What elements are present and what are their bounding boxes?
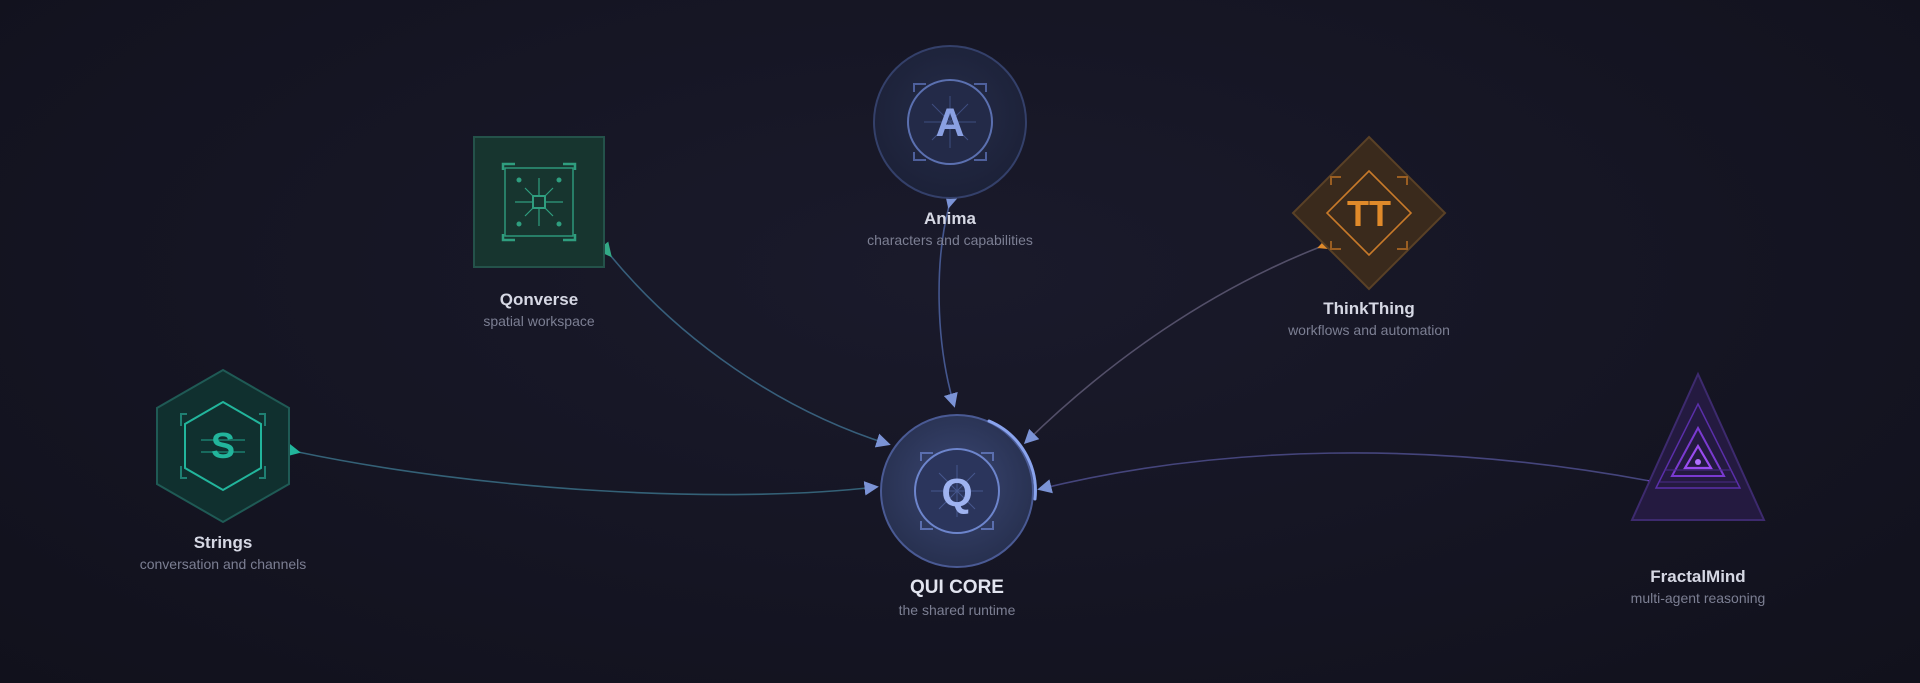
core-node[interactable]: Q <box>880 414 1037 568</box>
qonverse-label: Qonverse spatial workspace <box>483 290 594 329</box>
fractalmind-description: multi-agent reasoning <box>1630 590 1766 606</box>
qonverse-name: Qonverse <box>499 290 579 309</box>
connector-anima-core <box>938 193 959 408</box>
fractalmind-label: FractalMind multi-agent reasoning <box>1631 567 1766 606</box>
core-icon: Q <box>914 448 1000 534</box>
connector-qonverse-core <box>597 241 891 448</box>
anima-icon: A <box>907 79 993 165</box>
strings-node[interactable]: S <box>156 368 290 524</box>
strings-glyph: S <box>211 425 235 466</box>
anima-name: Anima <box>924 209 976 228</box>
core-label: QUI CORE the shared runtime <box>899 577 1016 618</box>
strings-icon: S <box>180 400 266 492</box>
thinkthing-icon: TT <box>1325 169 1413 257</box>
thinkthing-glyph: TT <box>1347 193 1391 234</box>
fractal-icon <box>1654 402 1742 489</box>
connectors <box>285 193 1663 496</box>
qonverse-node[interactable] <box>473 136 605 268</box>
anima-description: characters and capabilities <box>867 232 1033 248</box>
thinkthing-name: ThinkThing <box>1323 299 1415 318</box>
anima-label: Anima characters and capabilities <box>867 209 1033 248</box>
strings-name: Strings <box>193 533 253 552</box>
core-glyph: Q <box>941 471 972 515</box>
fractalmind-node[interactable] <box>1630 371 1766 521</box>
connector-fractalmind-core <box>1037 452 1663 494</box>
connector-strings-core <box>285 442 879 496</box>
connector-thinkthing-core <box>1023 236 1334 445</box>
anima-glyph: A <box>936 101 965 145</box>
thinkthing-description: workflows and automation <box>1288 322 1450 338</box>
anima-node[interactable]: A <box>873 45 1027 199</box>
grid-icon <box>501 162 577 242</box>
thinkthing-node[interactable]: TT <box>1291 135 1447 291</box>
core-name: QUI CORE <box>910 577 1004 598</box>
qonverse-description: spatial workspace <box>483 313 595 329</box>
thinkthing-label: ThinkThing workflows and automation <box>1288 299 1450 338</box>
strings-label: Strings conversation and channels <box>140 533 307 572</box>
core-description: the shared runtime <box>898 602 1016 618</box>
strings-description: conversation and channels <box>139 556 307 572</box>
core-activity-arc <box>987 419 1037 501</box>
fractalmind-name: FractalMind <box>1650 567 1746 586</box>
